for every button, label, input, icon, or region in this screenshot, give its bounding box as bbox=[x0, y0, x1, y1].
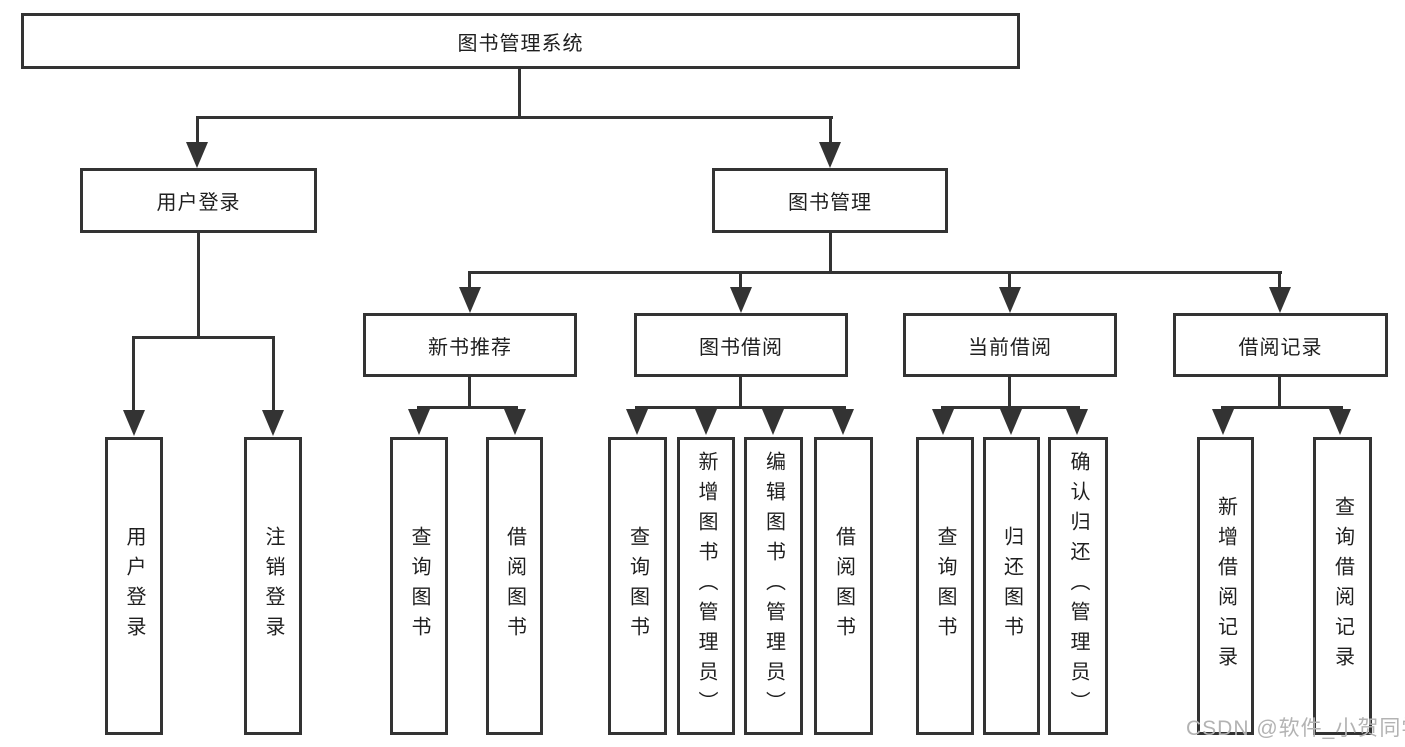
arrowhead-down bbox=[626, 409, 648, 435]
arrowhead-down bbox=[186, 142, 208, 168]
arrowhead-down bbox=[1000, 409, 1022, 435]
node-label: 图书管理 bbox=[788, 192, 872, 214]
arrowhead-down bbox=[262, 410, 284, 436]
connector-bus bbox=[417, 406, 518, 409]
connector-root-stem bbox=[518, 68, 521, 118]
connector-root-bus bbox=[196, 116, 833, 119]
connector-stem bbox=[468, 273, 471, 289]
node-label: 新书推荐 bbox=[428, 336, 512, 359]
node-label: 查询图书 bbox=[934, 526, 956, 646]
node-label: 用户登录 bbox=[123, 526, 145, 646]
node-book-borrowing: 图书借阅 bbox=[634, 313, 848, 377]
leaf-add-books-admin: 新增图书（管理员） bbox=[677, 437, 735, 735]
node-label: 用户登录 bbox=[156, 192, 241, 214]
node-borrowing-records: 借阅记录 bbox=[1173, 313, 1388, 377]
connector-bus bbox=[1221, 406, 1343, 409]
node-label: 借阅图书 bbox=[832, 526, 855, 646]
node-label: 借阅记录 bbox=[1238, 336, 1323, 359]
leaf-query-books-borrowing: 查询图书 bbox=[608, 437, 667, 735]
leaf-user-login: 用户登录 bbox=[105, 437, 163, 735]
connector-bookmgmt-bus bbox=[468, 271, 1282, 274]
node-current-borrowing: 当前借阅 bbox=[903, 313, 1117, 377]
connector-stem bbox=[272, 338, 275, 412]
connector-userlogin-bus bbox=[132, 336, 275, 339]
connector-stem bbox=[468, 377, 471, 408]
arrowhead-down bbox=[1066, 409, 1088, 435]
node-label: 查询图书 bbox=[408, 526, 430, 646]
node-label: 注销登录 bbox=[262, 526, 284, 646]
node-new-book-recommendation: 新书推荐 bbox=[363, 313, 577, 377]
arrowhead-down bbox=[123, 410, 145, 436]
arrowhead-down bbox=[762, 409, 784, 435]
connector-stem bbox=[1278, 377, 1281, 408]
leaf-add-borrow-record: 新增借阅记录 bbox=[1197, 437, 1254, 735]
node-label: 当前借阅 bbox=[968, 336, 1052, 359]
connector-stem bbox=[739, 273, 742, 289]
connector-bus bbox=[635, 406, 846, 409]
arrowhead-down bbox=[459, 287, 481, 313]
connector-bus bbox=[941, 406, 1080, 409]
node-book-management-branch: 图书管理 bbox=[712, 168, 948, 233]
arrowhead-down bbox=[408, 409, 430, 435]
node-label: 查询图书 bbox=[626, 526, 649, 646]
arrowhead-down bbox=[1329, 409, 1351, 435]
arrowhead-down bbox=[1212, 409, 1234, 435]
node-label: 图书管理系统 bbox=[457, 32, 584, 55]
arrowhead-down bbox=[1269, 287, 1291, 313]
connector-stem bbox=[132, 338, 135, 412]
arrowhead-down bbox=[819, 142, 841, 168]
connector-stem bbox=[1278, 273, 1281, 289]
leaf-query-borrow-record: 查询借阅记录 bbox=[1313, 437, 1372, 735]
connector-stem bbox=[739, 377, 742, 408]
arrowhead-down bbox=[730, 287, 752, 313]
node-label: 图书借阅 bbox=[699, 336, 783, 359]
leaf-query-books-recommend: 查询图书 bbox=[390, 437, 448, 735]
leaf-edit-books-admin: 编辑图书（管理员） bbox=[744, 437, 803, 735]
connector-userlogin-stem bbox=[197, 232, 200, 338]
connector-stem bbox=[1008, 273, 1011, 289]
leaf-query-books-current: 查询图书 bbox=[916, 437, 974, 735]
arrowhead-down bbox=[504, 409, 526, 435]
node-label: 归还图书 bbox=[1000, 526, 1023, 646]
connector-bookmgmt-stem bbox=[829, 231, 832, 273]
node-label: 借阅图书 bbox=[503, 526, 526, 646]
watermark: CSDN @软件_小贺同学 bbox=[1186, 717, 1405, 740]
node-label: 确认归还（管理员） bbox=[1067, 451, 1089, 721]
connector-stem bbox=[1008, 377, 1011, 408]
leaf-logout: 注销登录 bbox=[244, 437, 302, 735]
connector-stem bbox=[196, 118, 199, 146]
node-label: 编辑图书（管理员） bbox=[762, 451, 785, 721]
arrowhead-down bbox=[999, 287, 1021, 313]
leaf-borrow-books-borrowing: 借阅图书 bbox=[814, 437, 873, 735]
node-label: 查询借阅记录 bbox=[1331, 496, 1354, 676]
arrowhead-down bbox=[695, 409, 717, 435]
arrowhead-down bbox=[832, 409, 854, 435]
leaf-return-books: 归还图书 bbox=[983, 437, 1040, 735]
connector-stem bbox=[829, 118, 832, 146]
leaf-confirm-return-admin: 确认归还（管理员） bbox=[1048, 437, 1108, 735]
node-label: 新增图书（管理员） bbox=[695, 451, 717, 721]
node-library-system-root: 图书管理系统 bbox=[21, 13, 1020, 69]
node-user-login-branch: 用户登录 bbox=[80, 168, 317, 233]
node-label: 新增借阅记录 bbox=[1214, 496, 1237, 676]
arrowhead-down bbox=[932, 409, 954, 435]
leaf-borrow-books-recommend: 借阅图书 bbox=[486, 437, 543, 735]
